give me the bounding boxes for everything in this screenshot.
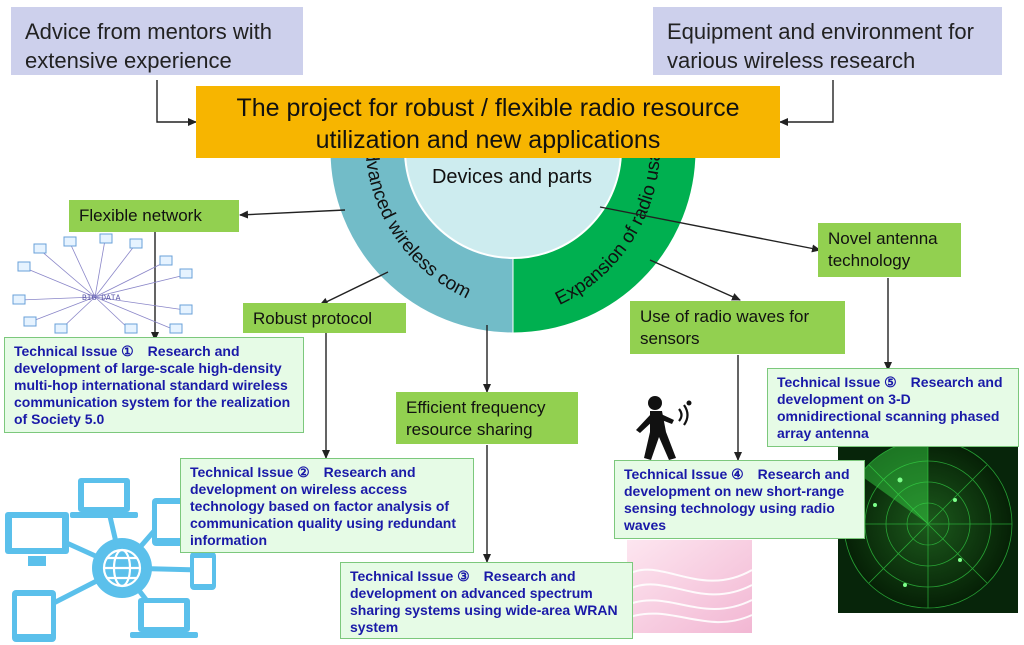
radio-wave-image: [626, 540, 753, 633]
technical-issue-1: Technical Issue ① Research and developme…: [4, 337, 304, 433]
arrow-radio-sensors: [649, 259, 741, 301]
radar-image: [838, 435, 1018, 613]
robust-protocol-label: Robust protocol: [243, 303, 406, 333]
technical-issue-5: Technical Issue ⑤ Research and developme…: [767, 368, 1019, 447]
technical-issue-4: Technical Issue ④ Research and developme…: [614, 460, 865, 539]
flexible-network-label: Flexible network: [69, 200, 239, 232]
project-title: The project for robust / flexible radio …: [196, 86, 780, 158]
big-data-network-image: BIG DATA: [12, 233, 193, 334]
technical-issue-3: Technical Issue ③ Research and developme…: [340, 562, 633, 639]
person-sensing-icon: [636, 396, 692, 460]
arrow-equipment: [779, 80, 834, 126]
devices-network-image: [5, 478, 216, 642]
devices-parts-label: Devices and parts: [431, 166, 593, 188]
technical-issue-2: Technical Issue ② Research and developme…: [180, 458, 474, 553]
novel-antenna-label: Novel antenna technology: [818, 223, 961, 277]
equipment-box: Equipment and environment for various wi…: [653, 7, 1002, 75]
arrow-mentors: [156, 80, 197, 126]
radio-sensors-label: Use of radio waves for sensors: [630, 301, 845, 354]
arrow-novel-antenna: [599, 206, 821, 253]
arrow-robust-protocol: [319, 271, 389, 306]
efficient-sharing-label: Efficient frequency resource sharing: [396, 392, 578, 444]
big-data-text: BIG DATA: [82, 294, 121, 303]
connector-arrows: [151, 80, 892, 563]
arrow-flexible-network: [239, 209, 346, 219]
inner-devices-parts: [403, 149, 623, 259]
mentors-box: Advice from mentors with extensive exper…: [11, 7, 303, 75]
